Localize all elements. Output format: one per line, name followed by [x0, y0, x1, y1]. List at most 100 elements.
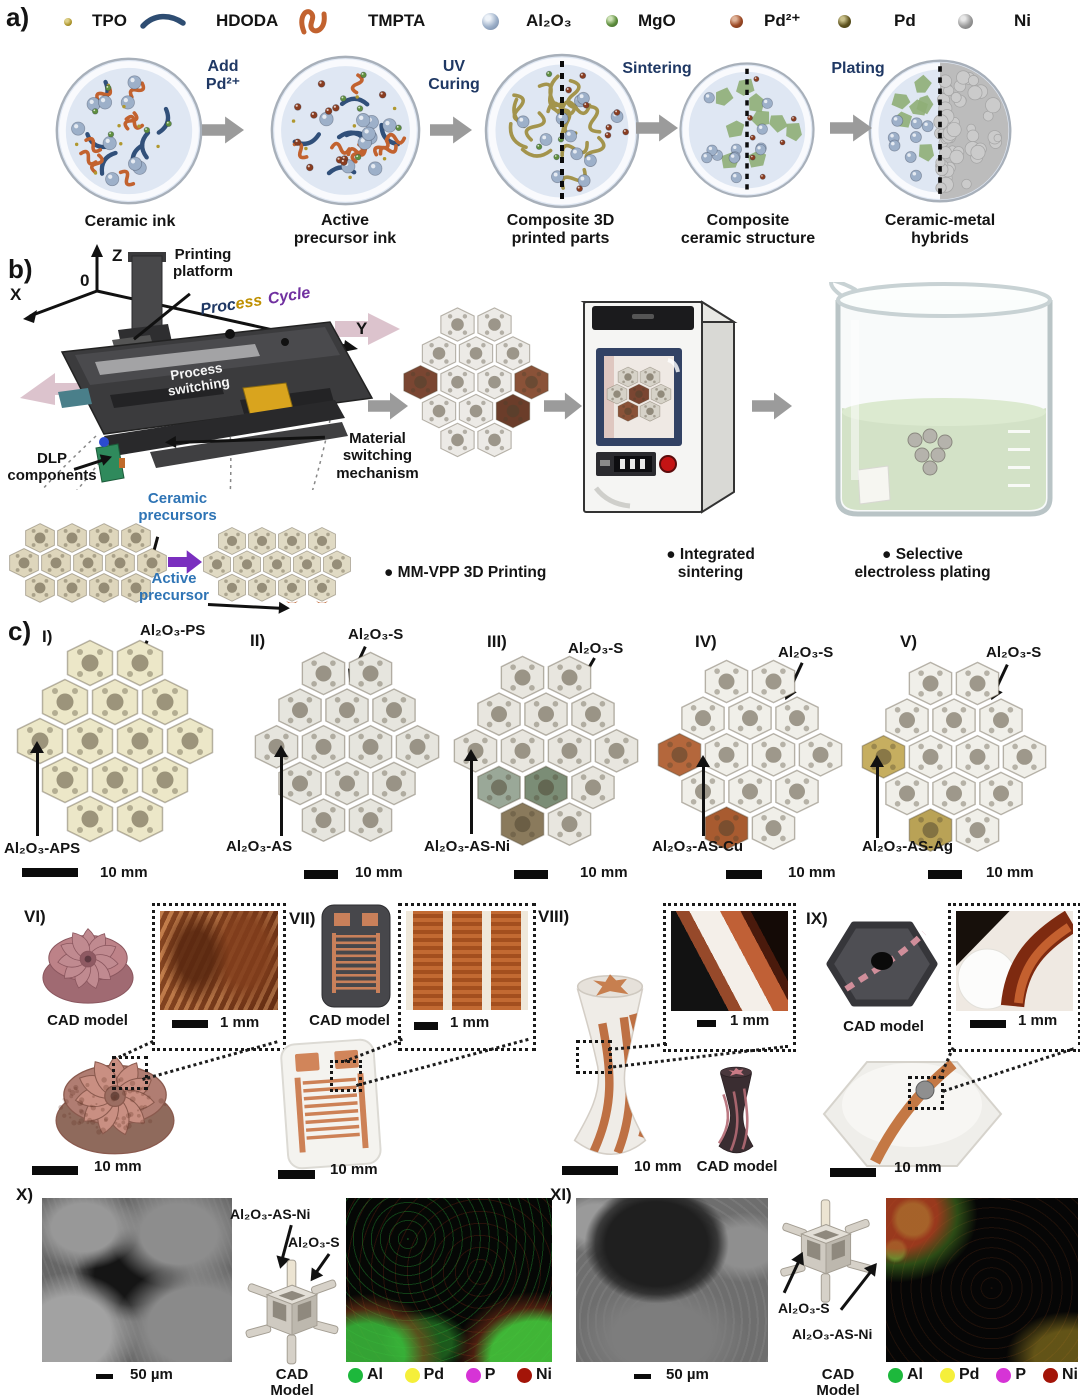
lattice-al2o3-as-cu	[657, 659, 843, 851]
scale-text: 1 mm	[730, 1012, 770, 1029]
label-al2o3-s-2: Al₂O₃-S	[348, 626, 404, 643]
zoom-region-box	[576, 1040, 612, 1074]
printer-illustration	[20, 244, 400, 490]
eds-map-xi	[886, 1198, 1078, 1362]
scale-text: 1 mm	[220, 1014, 260, 1031]
pd-dot-icon	[939, 1367, 955, 1383]
arrow-icon	[464, 749, 478, 834]
copper-strip	[491, 911, 521, 1010]
cad-model-caption-ix: CAD model	[843, 1018, 924, 1035]
label-al2o3-ps: Al₂O₃-PS	[140, 622, 206, 639]
arrow-right-icon	[752, 392, 792, 420]
label-al2o3-as-ni: Al₂O₃-AS-Ni	[424, 838, 511, 855]
scalebar	[278, 1170, 315, 1179]
al-dot-icon	[888, 1367, 903, 1383]
cad-model-caption-vii: CAD model	[309, 1012, 390, 1029]
lattice-al2o3-as-ag	[861, 661, 1047, 853]
label-al2o3-s-5: Al₂O₃-S	[986, 644, 1042, 661]
lattice-al2o3-aps	[16, 639, 214, 843]
num-viii: VIII)	[538, 907, 570, 926]
printing-platform-label: Printing platform	[173, 246, 233, 281]
scalebar	[562, 1166, 618, 1175]
ni-dot-icon	[517, 1367, 532, 1383]
active-precursor-label: Active precursor	[138, 570, 210, 605]
printed-hexagon-photo	[822, 1059, 1003, 1167]
scalebar	[830, 1168, 876, 1177]
label-al2o3-as-ag: Al₂O₃-AS-Ag	[862, 838, 954, 855]
sem-image-x	[42, 1198, 232, 1362]
al-dot-icon	[348, 1367, 363, 1383]
num-ii: II)	[250, 631, 266, 650]
eds-legend-xi: Al Pd P Ni	[888, 1366, 1078, 1384]
step-arrow-label-plating: Plating	[831, 60, 885, 77]
scale-text: 1 mm	[1018, 1012, 1058, 1029]
scale-text: 1 mm	[450, 1014, 490, 1031]
printed-heater-photo	[280, 1038, 382, 1170]
axis-y-label: Y	[356, 319, 368, 338]
arrow-icon	[30, 741, 44, 836]
eds-p: P	[1015, 1366, 1027, 1383]
label-x-asni: Al₂O₃-AS-Ni	[230, 1206, 311, 1222]
eds-pd: Pd	[423, 1366, 445, 1383]
ceramic-ink-circle	[55, 57, 203, 205]
ni-dot-icon	[1042, 1367, 1058, 1383]
bullet-mmvpp: ● MM-VPP 3D Printing	[384, 564, 547, 581]
legend-hdoda: HDODA	[216, 11, 279, 30]
sem-image-xi	[576, 1198, 768, 1362]
caption-ceramic-metal: Ceramic-metal hybrids	[884, 212, 996, 248]
scale-text: 10 mm	[580, 864, 628, 881]
panel-b-label: b)	[8, 254, 33, 284]
cad-model-caption-vi: CAD model	[47, 1012, 128, 1029]
copper-strip	[452, 911, 482, 1010]
caption-composite-3d: Composite 3D printed parts	[506, 212, 615, 248]
cad-caption-x-2: Model	[270, 1382, 314, 1395]
tmpta-squiggle-icon	[299, 9, 327, 35]
pd2-sphere-icon	[730, 15, 743, 28]
legend-tpo: TPO	[92, 11, 127, 30]
pd-dot-icon	[404, 1367, 420, 1383]
panel-c-label: c)	[8, 616, 32, 646]
label-al2o3-s-3: Al₂O₃-S	[568, 640, 624, 657]
scalebar	[928, 870, 962, 879]
eds-map-x	[346, 1198, 552, 1362]
bullet-plating: ● Selective electroless plating	[854, 546, 991, 581]
eds-ni: Ni	[1061, 1366, 1078, 1383]
inset-vi-photo	[160, 911, 278, 1010]
panel-a-label: a)	[6, 2, 30, 32]
ni-sphere-icon	[958, 14, 973, 29]
pd-sphere-icon	[838, 15, 851, 28]
heater-cad-model	[321, 904, 391, 1008]
num-v: V)	[900, 632, 917, 651]
scalebar	[304, 870, 338, 879]
lattice-al2o3-as-ni	[453, 655, 639, 847]
ceramic-metal-circle	[868, 59, 1012, 203]
inset-viii	[663, 903, 796, 1052]
lattice-precursor-left	[9, 523, 167, 603]
scale-text: 10 mm	[100, 864, 148, 881]
unit-cell-cad-x	[244, 1258, 340, 1366]
bullet-sintering: ● Integrated sintering	[666, 546, 755, 581]
inset-ix-photo	[956, 911, 1073, 1011]
label-xi-s: Al₂O₃-S	[778, 1300, 830, 1316]
arrow-right-icon	[430, 116, 472, 144]
scale-text: 50 µm	[130, 1366, 173, 1383]
eds-al: Al	[907, 1366, 923, 1383]
turbine-cad-model	[42, 928, 134, 1004]
scalebar	[96, 1374, 113, 1379]
printed-turbine-photo	[55, 1055, 175, 1155]
arrow-icon	[870, 755, 884, 838]
step-arrow-label-sintering: Sintering	[622, 60, 692, 77]
scalebar	[414, 1022, 438, 1030]
label-al2o3-as: Al₂O₃-AS	[226, 838, 293, 855]
num-ix: IX)	[806, 909, 828, 928]
label-x-s: Al₂O₃-S	[288, 1234, 340, 1250]
num-iii: III)	[487, 632, 507, 651]
legend-pd: Pd	[894, 11, 916, 30]
furnace-window-lattice	[606, 366, 672, 422]
scale-text: 10 mm	[788, 864, 836, 881]
num-vii: VII)	[289, 909, 316, 928]
vase-cad-model	[717, 1066, 754, 1154]
caption-ceramic-ink: Ceramic ink	[84, 213, 176, 230]
scalebar	[22, 868, 78, 877]
